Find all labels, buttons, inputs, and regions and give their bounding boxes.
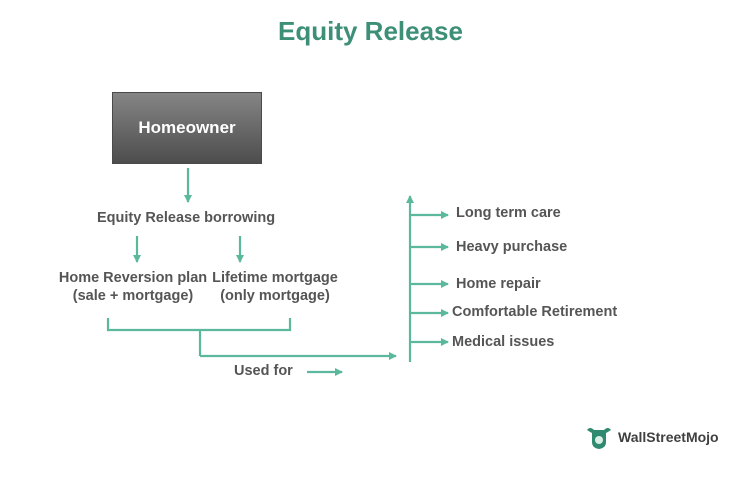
bracket-plans [106, 318, 292, 332]
bull-icon [587, 428, 611, 449]
page-title: Equity Release [278, 16, 463, 46]
use-medical-issues: Medical issues [452, 334, 555, 350]
plan-lifetime-mortgage-detail: (only mortgage) [220, 288, 330, 304]
borrowing-label: Equity Release borrowing [97, 210, 276, 226]
plan-home-reversion-title: Home Reversion plan [58, 270, 208, 286]
plan-lifetime-mortgage: Lifetime mortgage (only mortgage) [200, 270, 350, 304]
use-heavy-purchase: Heavy purchase [456, 239, 568, 255]
homeowner-box: Homeowner [112, 92, 262, 164]
logo-text: WallStreetMojo [618, 429, 719, 445]
homeowner-label: Homeowner [138, 118, 236, 137]
plan-lifetime-mortgage-title: Lifetime mortgage [212, 270, 338, 286]
use-home-repair: Home repair [456, 276, 541, 292]
used-for-label: Used for [234, 363, 293, 379]
plan-home-reversion-detail: (sale + mortgage) [72, 288, 194, 304]
use-long-term-care: Long term care [456, 205, 561, 221]
plan-home-reversion: Home Reversion plan (sale + mortgage) [38, 270, 228, 304]
use-comfortable-retirement: Comfortable Retirement [452, 304, 618, 320]
wallstreetmojo-logo: WallStreetMojo [584, 424, 719, 450]
